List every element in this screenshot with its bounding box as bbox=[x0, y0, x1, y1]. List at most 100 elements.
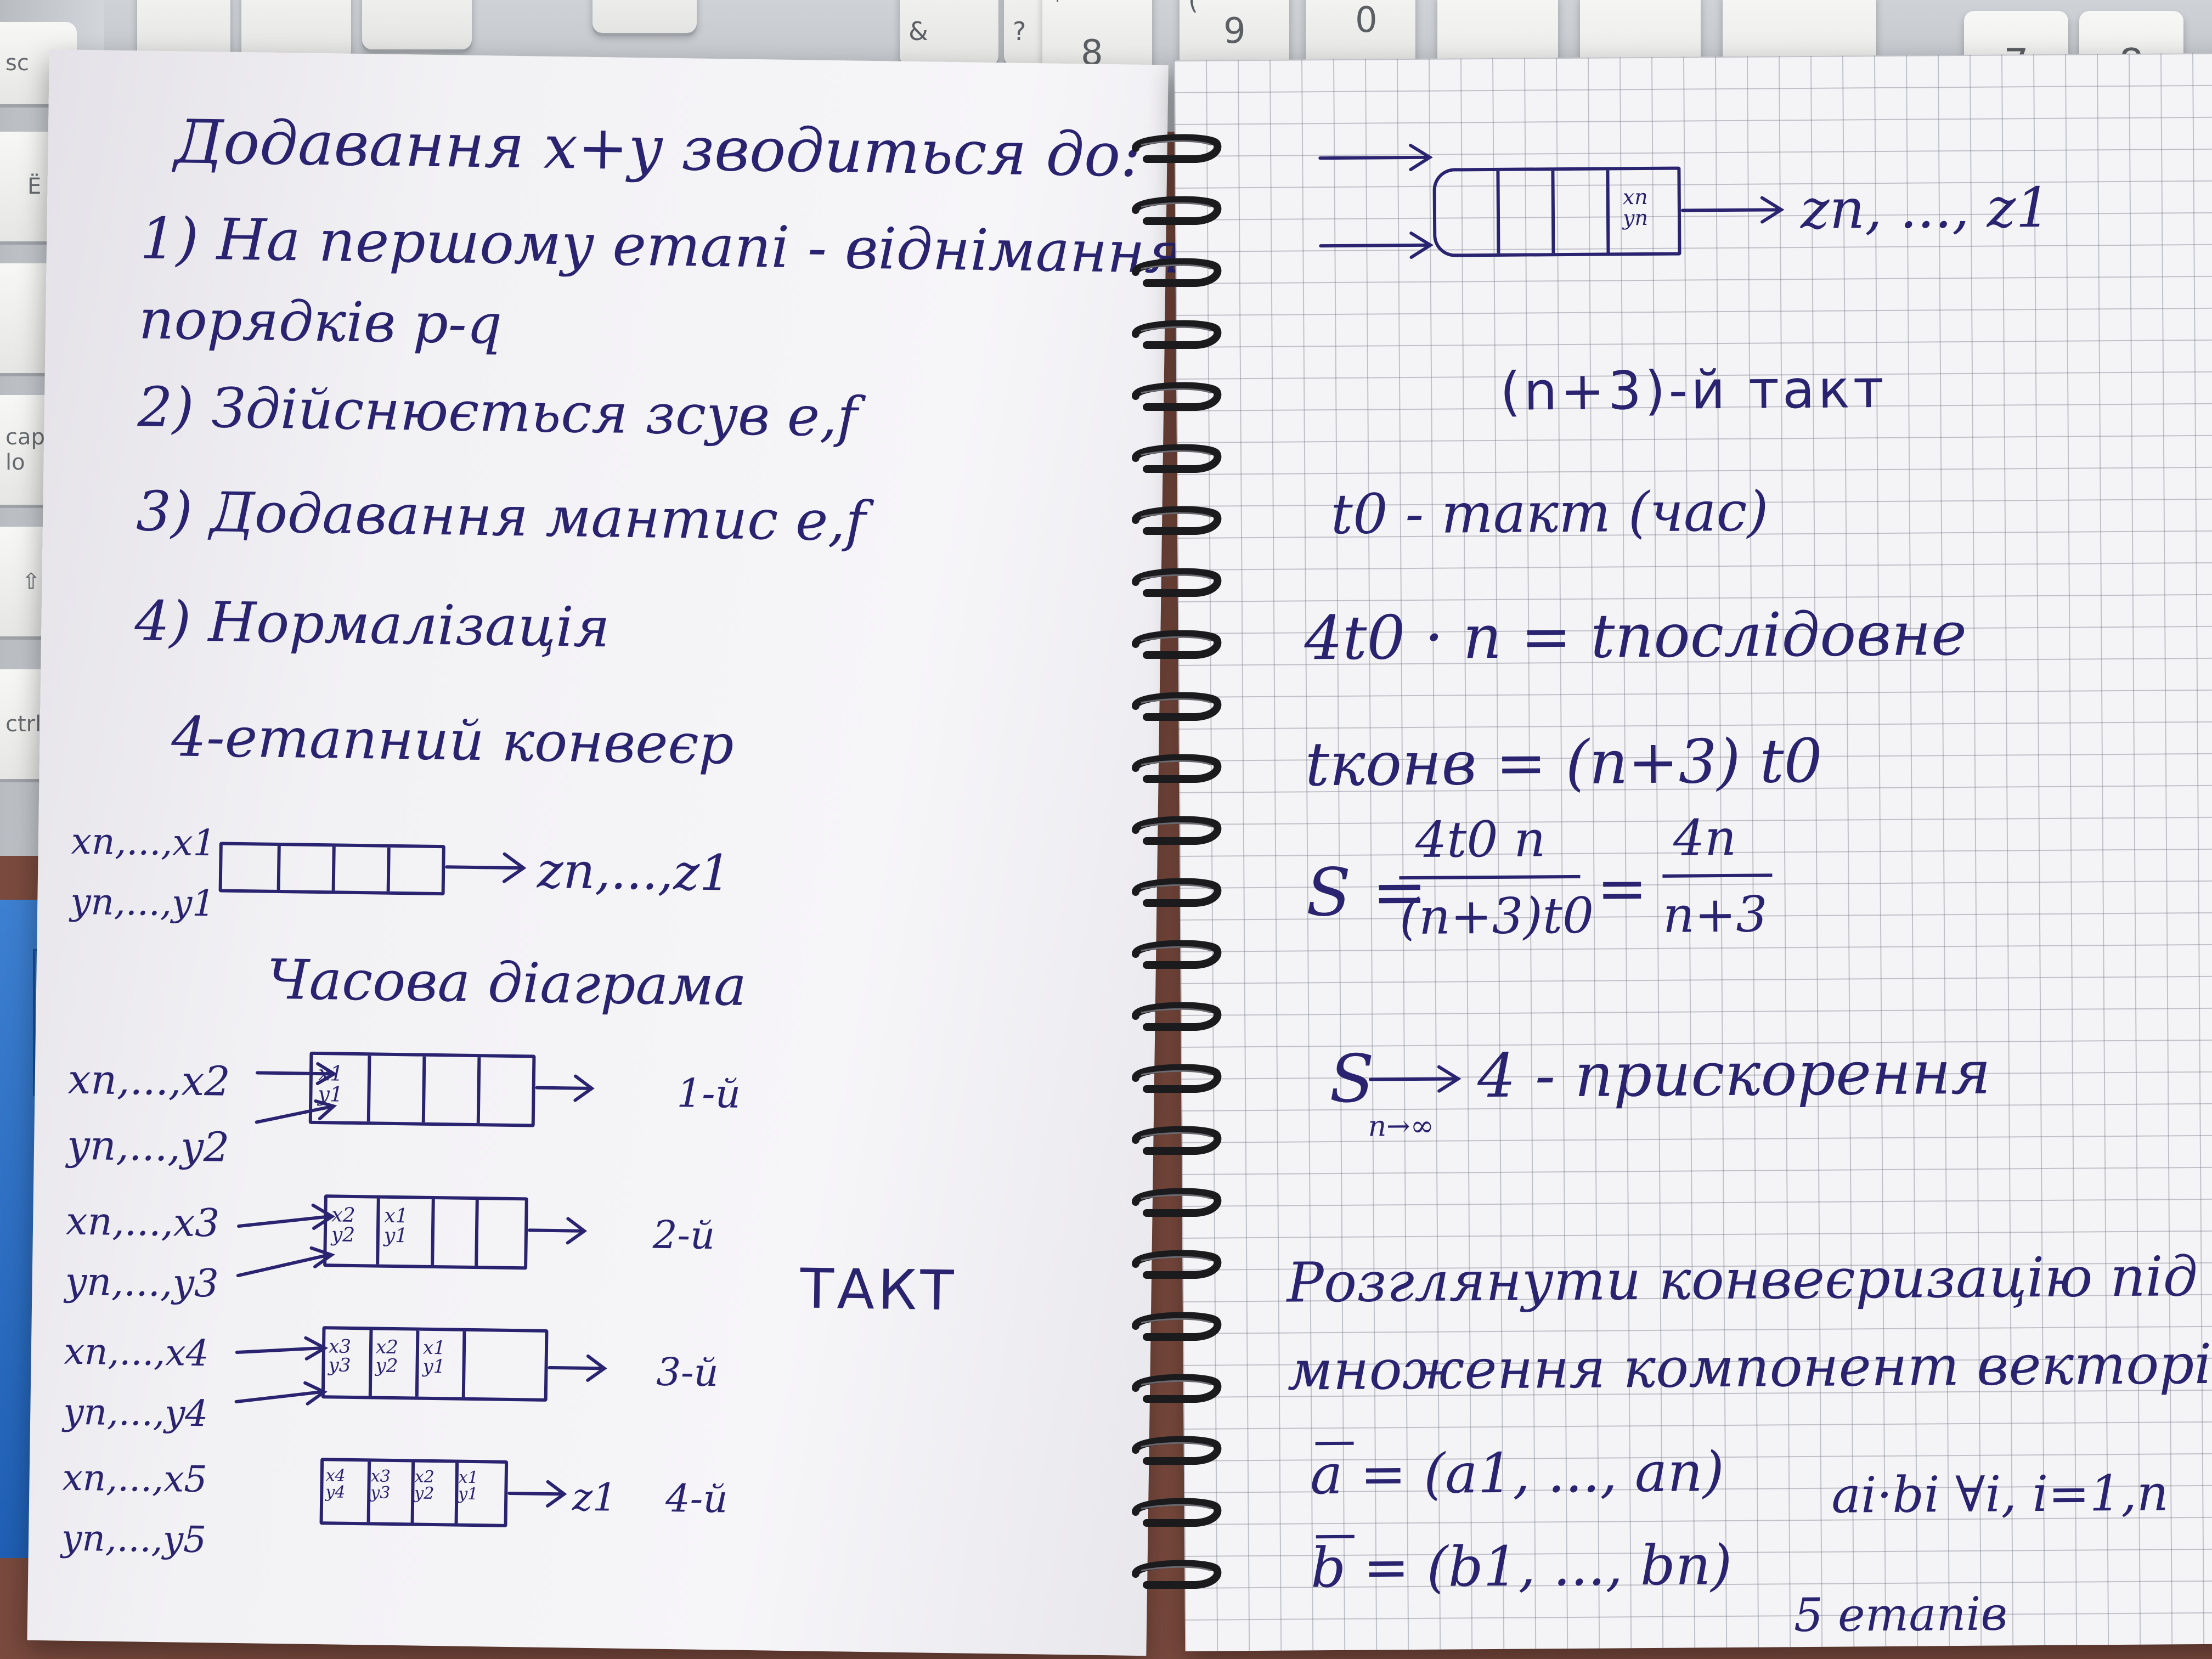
pipeline-cell bbox=[415, 1330, 420, 1397]
vector-a: a = (a1, ..., an) bbox=[1310, 1440, 1725, 1507]
key-label: ⇧ bbox=[22, 569, 41, 594]
row-cell-value: x3 y3 bbox=[328, 1335, 352, 1376]
step-2: 2) Здійснюється зсув e,f bbox=[137, 375, 858, 449]
sequential-time-formula: 4t0 · n = tпослідовне bbox=[1304, 598, 1967, 674]
key-label: 9 bbox=[1223, 11, 1246, 52]
timing-row: xn,...,x5 yn,...,y5 x4 y4 x3 y3 x2 y2 x1… bbox=[49, 49, 1169, 1561]
spiral-ring bbox=[1130, 1558, 1223, 1590]
fraction-bar bbox=[1662, 873, 1773, 878]
spiral-ring bbox=[1130, 504, 1223, 537]
spiral-ring bbox=[1130, 1434, 1223, 1466]
key-label: & bbox=[909, 16, 928, 46]
spiral-ring bbox=[1130, 380, 1223, 413]
takt-n3: (n+3)-й такт bbox=[1499, 358, 1888, 422]
notebook-right-page: xn yn zn, ..., z1 (n+3)-й такт t0 - такт… bbox=[1174, 53, 2212, 1651]
row-takt-number: 2-й bbox=[652, 1212, 715, 1259]
spiral-ring bbox=[1130, 256, 1223, 289]
spiral-ring bbox=[1130, 132, 1223, 165]
key-ampersand: & bbox=[900, 0, 998, 66]
row-cell-value: x3 y3 bbox=[370, 1466, 391, 1503]
spiral-ring bbox=[1130, 1062, 1223, 1094]
step-4: 4) Нормалізація bbox=[134, 589, 611, 660]
row-x-inputs: xn,...,x2 bbox=[67, 1056, 231, 1105]
timing-row: xn,...,x2 yn,...,y2 x1 y1 1-й bbox=[49, 49, 1169, 1171]
spiral-ring bbox=[1130, 566, 1223, 599]
register-cell-value: xn yn bbox=[1622, 184, 1649, 230]
speedup-denominator: (n+3)t0 bbox=[1399, 887, 1594, 946]
pipeline-cell bbox=[1606, 170, 1610, 253]
limit-result: 4 - прискорення bbox=[1477, 1037, 1991, 1111]
limit-under: n→∞ bbox=[1368, 1109, 1435, 1143]
row-x-inputs: xn,...,x5 bbox=[62, 1456, 208, 1501]
spiral-ring bbox=[1130, 1248, 1223, 1280]
speedup-numerator: 4t0 n bbox=[1415, 810, 1546, 869]
spiral-ring bbox=[1130, 690, 1223, 723]
register-output: zn, ..., z1 bbox=[1800, 175, 2051, 242]
pipeline-cell bbox=[366, 1056, 371, 1122]
equals-sign: = bbox=[1596, 853, 1648, 924]
key-label: ctrl bbox=[5, 712, 42, 737]
row-y-inputs: yn,...,y5 bbox=[61, 1516, 207, 1561]
row-y-inputs: yn,...,y2 bbox=[66, 1121, 230, 1171]
pipeline-cell bbox=[1551, 171, 1555, 253]
row-cell-value: x1 y1 bbox=[318, 1061, 343, 1107]
row-input-arrows bbox=[234, 1336, 329, 1406]
t0-definition: t0 - такт (час) bbox=[1330, 479, 1769, 547]
row-y-inputs: yn,...,y3 bbox=[65, 1259, 219, 1306]
step-1: 1) На першому етапі - віднімання bbox=[139, 205, 1183, 286]
row-cell-value: x2 y2 bbox=[414, 1467, 435, 1504]
task-line-1: Розглянути конвеєризацію під час bbox=[1286, 1243, 2212, 1315]
spiral-ring bbox=[1130, 1000, 1223, 1032]
row-takt-number: 1-й bbox=[676, 1070, 741, 1117]
pipeline-time-formula: tконв = (n+3) t0 bbox=[1305, 725, 1823, 800]
spiral-ring bbox=[1130, 1496, 1223, 1528]
spiral-ring bbox=[1130, 1310, 1223, 1342]
row-pipeline-box: x3 y3 x2 y2 x1 y1 bbox=[321, 1326, 549, 1402]
pipeline-cell bbox=[421, 1056, 426, 1122]
pipeline-cell bbox=[331, 847, 336, 891]
row-cell-value: x1 y1 bbox=[458, 1468, 478, 1504]
pipeline-box bbox=[218, 842, 445, 896]
row-cell-value: x2 y2 bbox=[331, 1204, 356, 1246]
pipeline-cell bbox=[1496, 171, 1500, 253]
takt-label: ТАКТ bbox=[799, 1256, 957, 1323]
row-takt-number: 3-й bbox=[656, 1349, 719, 1396]
key-label: 0 bbox=[1355, 0, 1378, 41]
pipeline-output: zn,...,z1 bbox=[537, 842, 731, 902]
spiral-ring bbox=[1130, 194, 1223, 227]
limit-arrow bbox=[1368, 1065, 1462, 1093]
input-arrows bbox=[1318, 143, 1434, 259]
key-label: sc bbox=[5, 50, 29, 76]
row-pipeline-box: x4 y4 x3 y3 x2 y2 x1 y1 bbox=[319, 1458, 509, 1527]
pipeline-register: xn yn bbox=[1432, 166, 1681, 257]
pipeline-cell bbox=[386, 847, 391, 891]
row-output-arrow bbox=[535, 1074, 595, 1102]
row-pipeline-box: x1 y1 bbox=[308, 1051, 536, 1127]
spiral-binding bbox=[1130, 132, 1223, 1589]
row-takt-number: 4-й bbox=[665, 1475, 729, 1522]
spiral-ring bbox=[1130, 442, 1223, 475]
row-pipeline-box: x2 y2 x1 y1 bbox=[323, 1194, 528, 1270]
row-output-arrow bbox=[528, 1217, 588, 1245]
row-input-arrows bbox=[236, 1203, 336, 1278]
limit-expression: S n→∞ 4 - прискорення bbox=[1174, 53, 2212, 1143]
spiral-ring bbox=[1130, 628, 1223, 661]
fraction-bar bbox=[1399, 874, 1581, 880]
key-label: Ё bbox=[27, 174, 42, 199]
vector-b: b = (b1, ..., bn) bbox=[1310, 1532, 1733, 1600]
pipeline-cell bbox=[475, 1200, 479, 1266]
row-cell-value: x2 y2 bbox=[375, 1336, 399, 1378]
row-x-inputs: xn,...,x4 bbox=[64, 1330, 210, 1375]
speedup-numerator-2: 4n bbox=[1673, 809, 1737, 867]
row-output-arrow bbox=[507, 1480, 567, 1508]
key-f3: F3 bbox=[362, 0, 472, 49]
pipeline-cell bbox=[368, 1330, 373, 1396]
notes-title: Додавання x+y зводиться до: bbox=[173, 106, 1142, 190]
pipeline-cell bbox=[276, 845, 281, 890]
row-y-inputs: yn,...,y4 bbox=[63, 1390, 208, 1435]
pipeline-cell bbox=[476, 1057, 481, 1124]
spiral-ring bbox=[1130, 1372, 1223, 1404]
timing-title: Часова діаграма bbox=[266, 947, 747, 1018]
key-f2: F2 bbox=[241, 0, 351, 60]
